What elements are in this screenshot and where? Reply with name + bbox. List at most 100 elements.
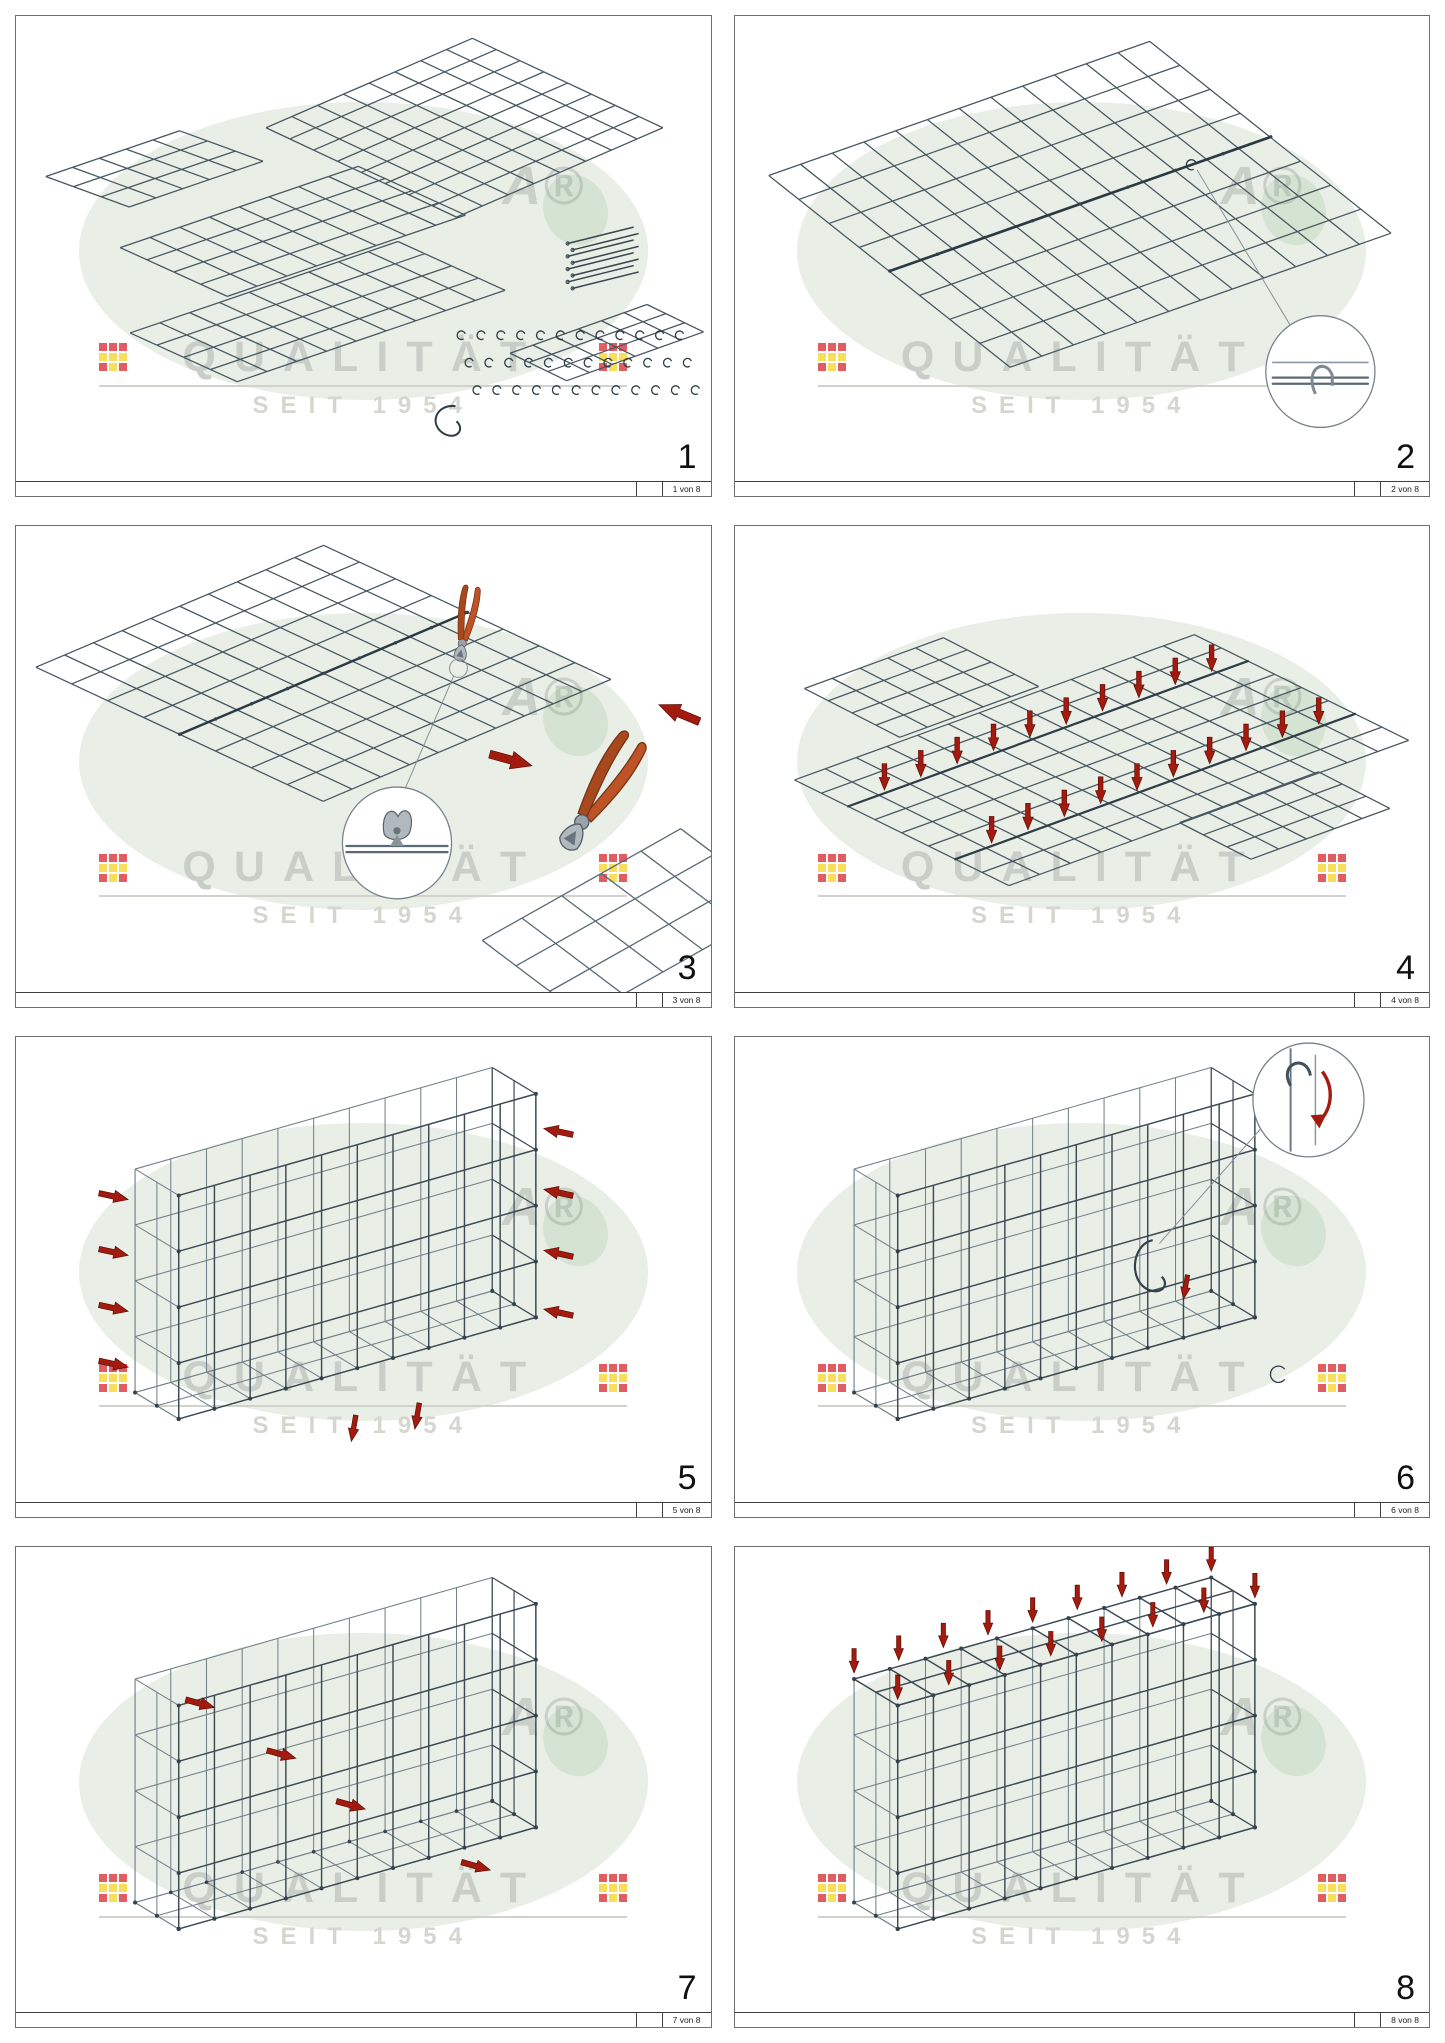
c-clip-icon [535,330,546,341]
red-arrow [658,704,702,726]
watermark-rule [817,895,1346,898]
clip-dot [426,1855,431,1860]
clip-dot [1073,1652,1078,1657]
clip-dot [419,1819,423,1823]
clip-dot [1180,1335,1185,1340]
c-clip-icon [615,330,625,341]
brand-watermark: A® QUALITÄT SEIT 1954 [735,1037,1430,1517]
clip-dot [1180,1621,1185,1626]
brand-logo-square [99,1373,108,1382]
brand-word: QUALITÄT [900,1353,1263,1402]
c-clip-icon [611,385,621,395]
clip-dot [930,1916,935,1921]
clip-dot [895,1248,900,1253]
mesh-grid [134,1576,493,1903]
clip-dot [283,1385,288,1391]
clip-dot [533,1091,538,1096]
watermark-ellipse [797,612,1367,911]
clip-dot [1073,1875,1078,1880]
step-number: 7 [677,1969,697,2007]
c-clip-icon [635,330,645,341]
clip-dot [1078,202,1082,206]
brand-logo-square [599,1373,608,1382]
brand-logo [1317,853,1346,882]
brand-logo [817,343,846,372]
red-arrow [848,1647,859,1674]
brand-logo-square [609,1383,618,1392]
mesh-grid [265,37,664,218]
red-arrow [1071,1584,1083,1611]
sheet-counter: 1 von 8 [661,482,711,497]
wire-line [571,245,639,264]
clip-dot [1208,1288,1213,1293]
clip-dot [311,1849,316,1854]
red-arrow [878,763,890,792]
clip-dot [533,1601,538,1606]
brand-logo-square [119,1894,128,1903]
c-clip-icon [674,330,685,341]
spiral-pins [565,226,639,291]
red-arrow [542,1124,574,1138]
brand-logo-square [99,353,108,362]
c-clip-icon [651,385,661,395]
clip-dot [982,235,987,240]
mesh-grid [793,634,1409,887]
brand-logo-square [817,1874,826,1883]
clip-dot [240,1869,244,1874]
red-arrow [1116,1571,1127,1598]
brand-logo-square [609,853,618,862]
clip-dot [393,641,398,645]
clip-dot [176,1814,181,1819]
brand-logo-square [109,1874,118,1883]
cutter-head-detail [382,810,412,841]
clip-dot [1216,1835,1221,1840]
clip-dot [966,1396,971,1401]
clip-dot [1173,1585,1177,1590]
c-clip-icon [690,385,700,395]
clip-dot [895,1759,900,1764]
red-arrow [993,1645,1005,1672]
clip-dot [851,1390,856,1395]
clip-dot [429,626,434,630]
watermark-text: QUALITÄT SEIT 1954 [817,1864,1346,1951]
clip-dot [1002,1672,1007,1677]
red-arrow [985,816,997,845]
magnifier-source [449,658,468,679]
assembly-illustration-step-8 [848,1546,1260,1931]
red-arrow [542,1185,574,1199]
clip-dot [1002,1896,1007,1901]
brand-logo-square [837,343,846,352]
brand-logo-square [609,363,618,372]
pliers-icon [559,730,647,851]
brand-logo [817,853,846,882]
red-arrow [942,1659,954,1686]
c-clip-icon [434,405,462,437]
clip-dot [498,1835,503,1840]
clip-dot [1137,1595,1142,1600]
c-clip-icon [472,385,482,395]
brand-logo-square [837,873,846,882]
brand-logo-square [109,873,118,882]
clip-dot [1145,1345,1150,1350]
brand-logo-square [1337,873,1346,882]
brand-logo [817,1874,846,1903]
brand-logo-square [109,343,118,352]
title-block: 8 von 8 [734,2012,1429,2027]
title-block-cell [1354,482,1380,497]
brand-name-fragment: A® [1220,666,1304,727]
leader-line [1196,169,1291,327]
brand-logo-square [599,863,608,872]
clip-dot [895,1814,900,1819]
c-clip-icon [555,330,566,341]
c-clip-icon [543,357,554,368]
clip-dot [1030,218,1034,223]
step-number: 6 [1396,1458,1415,1497]
brand-name-fragment: A® [502,1687,585,1748]
c-clip-icon [563,357,573,368]
brand-logo-square [609,353,618,362]
clip-dot [533,1258,538,1264]
brand-logo-square [109,1373,118,1382]
clip-dot [454,1809,459,1813]
brand-logo-square [817,1884,826,1893]
sheet-counter: 4 von 8 [1380,992,1429,1007]
